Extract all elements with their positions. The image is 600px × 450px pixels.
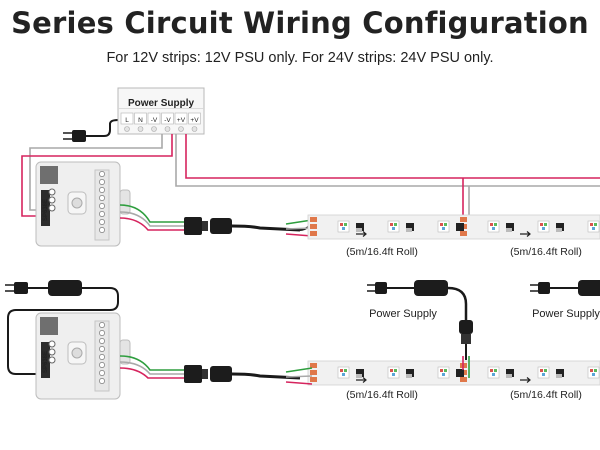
- power-adapter-icon: [414, 280, 448, 296]
- direction-arrow-icon: [356, 377, 367, 383]
- controller-button-icon: [71, 197, 83, 209]
- direction-arrow-icon: [356, 231, 367, 237]
- qr-code-icon: [40, 317, 58, 335]
- ac-plug-bottom-left: [5, 280, 119, 375]
- psu-terminal: [134, 112, 147, 125]
- dc-barrel-connector: [459, 320, 473, 334]
- controller-terminal: [99, 378, 105, 384]
- roll-label: (5m/16.4ft Roll): [510, 389, 582, 401]
- controller-terminal: [99, 187, 105, 193]
- roll-label: (5m/16.4ft Roll): [346, 246, 418, 258]
- wire-gray-psu-controller: [29, 134, 163, 211]
- psu-terminal-label: L: [125, 117, 129, 124]
- controller-terminal: [99, 195, 105, 201]
- controller-terminal: [99, 370, 105, 376]
- direction-arrow-icon: [520, 377, 531, 383]
- psu-terminal: [188, 112, 201, 125]
- jst-connector-top: [184, 217, 311, 235]
- power-supply-label-1: Power Supply: [369, 308, 437, 320]
- controller-badge-top: SP638E: [43, 199, 49, 221]
- controller-terminal: [99, 171, 105, 177]
- controller-bottom: SP638E: [35, 312, 131, 400]
- controller-terminal: [99, 227, 105, 233]
- wire-gray-psu-long: [175, 134, 600, 187]
- controller-terminal: [99, 322, 105, 328]
- roll-label: (5m/16.4ft Roll): [346, 389, 418, 401]
- power-adapter-icon: [578, 280, 600, 296]
- psu-terminal: [120, 112, 134, 125]
- controller-terminal: [99, 330, 105, 336]
- psu-terminal-label: N: [138, 117, 143, 124]
- psu-terminal-label: -V: [164, 117, 171, 124]
- page-subtitle: For 12V strips: 12V PSU only. For 24V st…: [106, 50, 494, 66]
- psu-terminal: [147, 112, 161, 125]
- controller-button-icon: [71, 347, 83, 359]
- power-supply-label-2: Power Supply: [532, 308, 600, 320]
- wire-red-psu-long: [185, 134, 600, 179]
- controller-terminal: [99, 203, 105, 209]
- controller-terminal: [99, 179, 105, 185]
- direction-arrow-icon: [520, 231, 531, 237]
- jst-connector-bottom: [184, 365, 301, 383]
- roll-label: (5m/16.4ft Roll): [510, 246, 582, 258]
- psu-terminal: [174, 112, 188, 125]
- controller-terminal: [99, 354, 105, 360]
- qr-code-icon: [40, 166, 58, 184]
- psu-terminal: [161, 112, 174, 125]
- psu-terminal-label: +V: [190, 117, 199, 124]
- psu-terminal-label: +V: [177, 117, 186, 124]
- psu-title: Power Supply: [128, 98, 195, 109]
- led-strip: [307, 360, 600, 386]
- power-adapter-icon: [48, 280, 82, 296]
- controller-terminal: [99, 338, 105, 344]
- page-title: Series Circuit Wiring Configuration: [11, 6, 589, 40]
- power-supply-box: Power Supply L N -V -V +V +V: [117, 87, 205, 135]
- psu-terminal-block: L N -V -V +V +V: [120, 112, 201, 132]
- psu-terminal-label: -V: [151, 117, 158, 124]
- wire-red-psu-controller: [21, 134, 173, 217]
- power-adapter-bottom-2: [530, 280, 600, 296]
- power-adapter-bottom-1: [367, 280, 473, 378]
- controller-terminal: [99, 362, 105, 368]
- ac-plug-top: [63, 119, 126, 142]
- controller-terminal: [99, 219, 105, 225]
- controller-terminal: [99, 346, 105, 352]
- controller-top: SP638E: [35, 161, 131, 247]
- controller-terminal: [99, 211, 105, 217]
- led-strip: [307, 214, 600, 240]
- controller-badge-bottom: SP638E: [43, 351, 49, 373]
